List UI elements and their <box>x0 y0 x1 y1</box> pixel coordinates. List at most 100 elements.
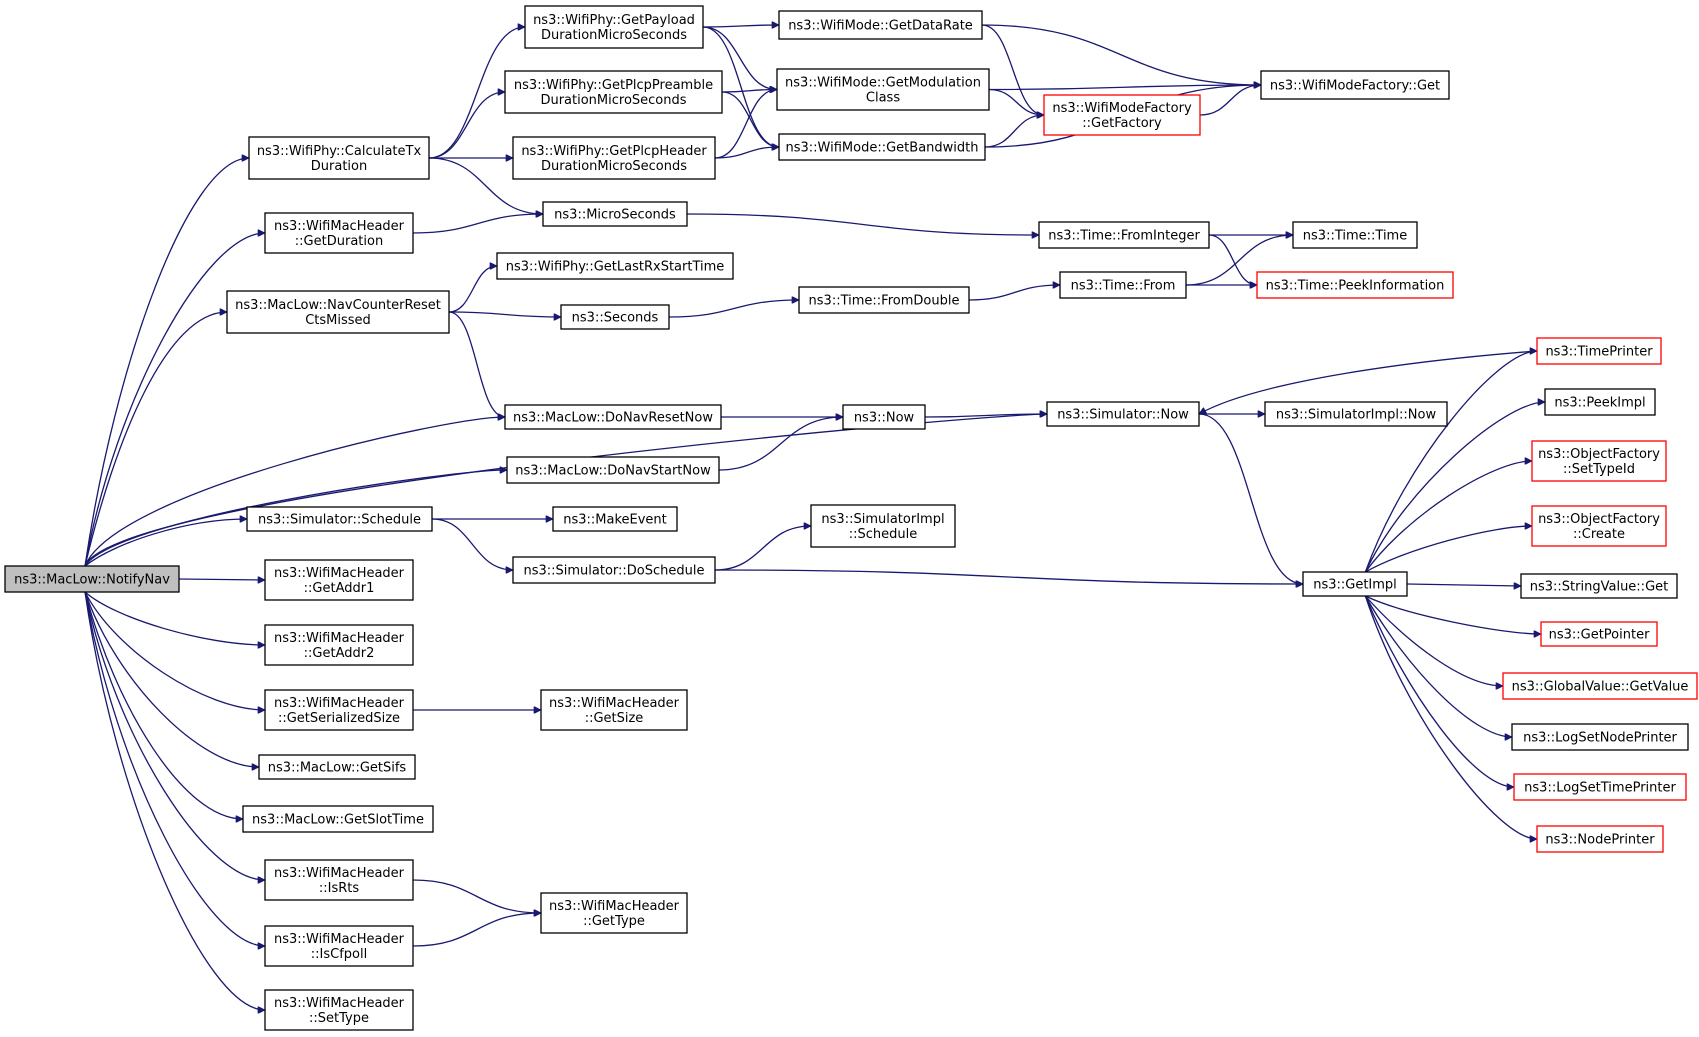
node-box[interactable] <box>1544 388 1656 416</box>
node-getpayload[interactable]: ns3::WifiPhy::GetPayloadDurationMicroSec… <box>524 5 704 49</box>
node-timefrom[interactable]: ns3::Time::From <box>1059 271 1187 299</box>
node-box[interactable] <box>1038 221 1210 249</box>
node-create[interactable]: ns3::ObjectFactory::Create <box>1531 505 1667 547</box>
node-box[interactable] <box>798 286 970 314</box>
node-box[interactable] <box>504 70 723 114</box>
node-timefrominteger[interactable]: ns3::Time::FromInteger <box>1038 221 1210 249</box>
node-box[interactable] <box>552 506 678 532</box>
node-getsize[interactable]: ns3::WifiMacHeader::GetSize <box>540 689 688 731</box>
node-donavstartnow[interactable]: ns3::MacLow::DoNavStartNow <box>506 456 720 484</box>
node-box[interactable] <box>540 892 688 934</box>
node-donavresetnow[interactable]: ns3::MacLow::DoNavResetNow <box>504 404 722 430</box>
node-nodeprinter[interactable]: ns3::NodePrinter <box>1536 825 1664 853</box>
node-box[interactable] <box>258 754 416 780</box>
node-makeevent[interactable]: ns3::MakeEvent <box>552 506 678 532</box>
node-timeprinter[interactable]: ns3::TimePrinter <box>1536 337 1662 365</box>
node-box[interactable] <box>1046 401 1200 427</box>
node-box[interactable] <box>506 456 720 484</box>
node-box[interactable] <box>810 504 956 548</box>
node-box[interactable] <box>1502 672 1698 700</box>
node-factoryget[interactable]: ns3::WifiModeFactory::Get <box>1260 70 1450 100</box>
node-now[interactable]: ns3::Now <box>842 404 926 430</box>
node-box[interactable] <box>842 404 926 430</box>
node-box[interactable] <box>504 404 722 430</box>
node-box[interactable] <box>1511 723 1689 751</box>
node-box[interactable] <box>776 68 990 111</box>
node-box[interactable] <box>248 136 430 180</box>
node-getduration[interactable]: ns3::WifiMacHeader::GetDuration <box>264 212 414 254</box>
node-simimplnow[interactable]: ns3::SimulatorImpl::Now <box>1264 401 1448 427</box>
node-seconds[interactable]: ns3::Seconds <box>560 304 670 330</box>
node-getimpl[interactable]: ns3::GetImpl <box>1302 571 1408 597</box>
node-isrts[interactable]: ns3::WifiMacHeader::IsRts <box>264 859 414 901</box>
node-getserialized[interactable]: ns3::WifiMacHeader::GetSerializedSize <box>264 689 414 731</box>
node-getaddr2[interactable]: ns3::WifiMacHeader::GetAddr2 <box>264 624 414 666</box>
node-doschedule[interactable]: ns3::Simulator::DoSchedule <box>512 556 716 584</box>
node-box[interactable] <box>560 304 670 330</box>
node-box[interactable] <box>264 989 414 1031</box>
node-box[interactable] <box>264 859 414 901</box>
node-getlastrx[interactable]: ns3::WifiPhy::GetLastRxStartTime <box>496 252 734 280</box>
node-globalget[interactable]: ns3::GlobalValue::GetValue <box>1502 672 1698 700</box>
node-getaddr1[interactable]: ns3::WifiMacHeader::GetAddr1 <box>264 559 414 601</box>
node-box[interactable] <box>246 506 433 532</box>
node-box[interactable] <box>1531 440 1667 482</box>
node-box[interactable] <box>4 565 180 593</box>
node-box[interactable] <box>264 212 414 254</box>
node-box[interactable] <box>1043 94 1201 136</box>
node-box[interactable] <box>1531 505 1667 547</box>
node-getpointer[interactable]: ns3::GetPointer <box>1540 621 1658 647</box>
node-getsifs[interactable]: ns3::MacLow::GetSifs <box>258 754 416 780</box>
node-box[interactable] <box>1536 337 1662 365</box>
node-box[interactable] <box>1292 221 1418 249</box>
node-getpreamble[interactable]: ns3::WifiPhy::GetPlcpPreambleDurationMic… <box>504 70 723 114</box>
node-box[interactable] <box>1260 70 1450 100</box>
node-notifynav[interactable]: ns3::MacLow::NotifyNav <box>4 565 180 593</box>
node-box[interactable] <box>226 290 450 334</box>
node-getslottime[interactable]: ns3::MacLow::GetSlotTime <box>242 805 434 833</box>
node-box[interactable] <box>1520 573 1678 599</box>
node-box[interactable] <box>496 252 734 280</box>
node-box[interactable] <box>512 136 716 180</box>
node-box[interactable] <box>512 556 716 584</box>
node-box[interactable] <box>524 5 704 49</box>
node-getfactory[interactable]: ns3::WifiModeFactory::GetFactory <box>1043 94 1201 136</box>
node-box[interactable] <box>264 689 414 731</box>
node-peekinfo[interactable]: ns3::Time::PeekInformation <box>1256 271 1454 299</box>
node-box[interactable] <box>264 624 414 666</box>
node-lognode[interactable]: ns3::LogSetNodePrinter <box>1511 723 1689 751</box>
node-box[interactable] <box>1059 271 1187 299</box>
node-getbandwidth[interactable]: ns3::WifiMode::GetBandwidth <box>778 133 986 161</box>
node-simnow[interactable]: ns3::Simulator::Now <box>1046 401 1200 427</box>
node-box[interactable] <box>264 559 414 601</box>
node-box[interactable] <box>264 925 414 967</box>
node-box[interactable] <box>778 10 983 40</box>
node-box[interactable] <box>1302 571 1408 597</box>
node-logtime[interactable]: ns3::LogSetTimePrinter <box>1513 773 1687 801</box>
node-box[interactable] <box>542 201 688 227</box>
node-simimplschedule[interactable]: ns3::SimulatorImpl::Schedule <box>810 504 956 548</box>
node-box[interactable] <box>1264 401 1448 427</box>
node-box[interactable] <box>540 689 688 731</box>
node-box[interactable] <box>242 805 434 833</box>
node-stringget[interactable]: ns3::StringValue::Get <box>1520 573 1678 599</box>
node-timefromdouble[interactable]: ns3::Time::FromDouble <box>798 286 970 314</box>
node-box[interactable] <box>1513 773 1687 801</box>
node-getheader[interactable]: ns3::WifiPhy::GetPlcpHeaderDurationMicro… <box>512 136 716 180</box>
node-timetime[interactable]: ns3::Time::Time <box>1292 221 1418 249</box>
node-box[interactable] <box>778 133 986 161</box>
node-box[interactable] <box>1536 825 1664 853</box>
node-gettype[interactable]: ns3::WifiMacHeader::GetType <box>540 892 688 934</box>
node-getdatarate[interactable]: ns3::WifiMode::GetDataRate <box>778 10 983 40</box>
node-microseconds[interactable]: ns3::MicroSeconds <box>542 201 688 227</box>
node-iscfpoll[interactable]: ns3::WifiMacHeader::IsCfpoll <box>264 925 414 967</box>
node-simschedule[interactable]: ns3::Simulator::Schedule <box>246 506 433 532</box>
node-box[interactable] <box>1540 621 1658 647</box>
node-settype[interactable]: ns3::WifiMacHeader::SetType <box>264 989 414 1031</box>
node-settypeid[interactable]: ns3::ObjectFactory::SetTypeId <box>1531 440 1667 482</box>
node-box[interactable] <box>1256 271 1454 299</box>
node-peekimpl[interactable]: ns3::PeekImpl <box>1544 388 1656 416</box>
